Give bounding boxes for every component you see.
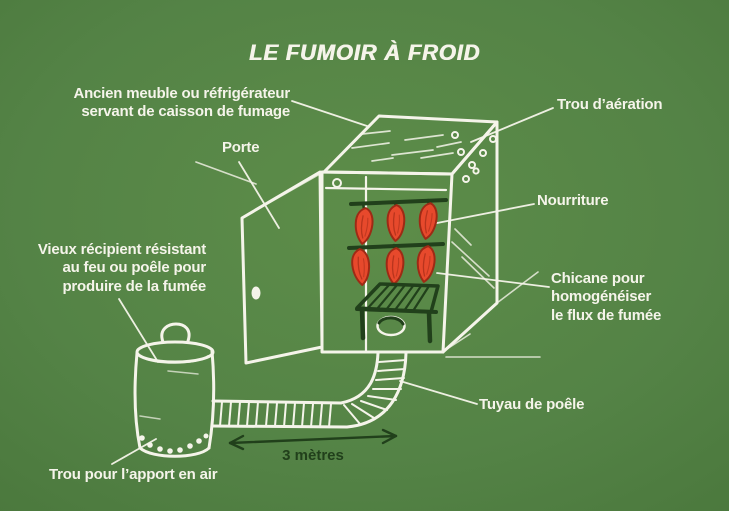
container-bottom [138, 446, 211, 458]
container-lid-handle [160, 322, 191, 344]
smoke-inlet-shadow [377, 316, 405, 326]
cabinet-top-face [322, 114, 499, 176]
label-distance: 3 mètres [282, 447, 344, 464]
right-face-hatching [451, 228, 495, 289]
aeration-holes [451, 131, 497, 183]
leader-door-label [238, 161, 280, 229]
fire-container-drawing [133, 322, 216, 458]
smoke-rod-top [349, 198, 448, 206]
cabinet-sketch-overshoot [445, 271, 541, 358]
distance-arrow [228, 428, 398, 451]
cabinet-right-face [441, 120, 499, 354]
arrow-heads [228, 428, 398, 451]
food-item [350, 247, 372, 287]
pipe-outer-edge [210, 351, 408, 429]
pipe-rings-elbow [343, 359, 407, 425]
door-sketch-strokes [195, 161, 319, 217]
container-rim-sketch [140, 355, 209, 364]
label-baffle: Chicane pour homogénéiser le flux de fum… [551, 270, 662, 324]
container-sides [133, 349, 216, 450]
food-item [414, 244, 438, 284]
container-body-sketch [139, 370, 199, 420]
front-face-hole [332, 178, 342, 188]
food-rack [347, 198, 448, 287]
door-panel [240, 170, 324, 365]
leader-cabinet-label [291, 100, 368, 127]
cabinet-top-hatching [351, 130, 462, 162]
label-fire-container: Vieux récipient résistant au feu ou poêl… [37, 241, 206, 295]
label-stove-pipe: Tuyau de poêle [479, 396, 585, 413]
page-title: LE FUMOIR À FROID [248, 40, 481, 65]
food-item [384, 246, 406, 286]
baffle-drawing [355, 282, 440, 344]
smoke-rod-bottom [347, 242, 445, 250]
leader-lines [111, 100, 554, 465]
leader-pipe-label [399, 380, 478, 405]
pipe-inner-edge [211, 351, 380, 405]
food-item [352, 206, 376, 246]
label-smoking-cabinet: Ancien meuble ou réfrigérateur servant d… [73, 85, 290, 121]
leader-container-label [118, 298, 159, 363]
arrow-shaft [228, 434, 398, 445]
door-handle [251, 286, 261, 300]
leader-food-label [431, 203, 535, 225]
label-air-intake-hole: Trou pour l’apport en air [49, 466, 218, 483]
baffle-grid-slats [365, 283, 431, 313]
label-food: Nourriture [537, 192, 609, 209]
stove-pipe-drawing [210, 351, 408, 429]
baffle-stand-legs [359, 307, 433, 344]
pipe-rings-horizontal [219, 401, 332, 428]
label-door: Porte [222, 139, 260, 156]
food-item [385, 203, 406, 243]
door-drawing [195, 161, 324, 365]
label-aeration-hole: Trou d’aération [557, 96, 663, 113]
air-intake-holes [139, 433, 209, 454]
food-item [416, 200, 440, 241]
leader-baffle-label [436, 272, 550, 288]
baffle-stand-bar [355, 307, 438, 314]
